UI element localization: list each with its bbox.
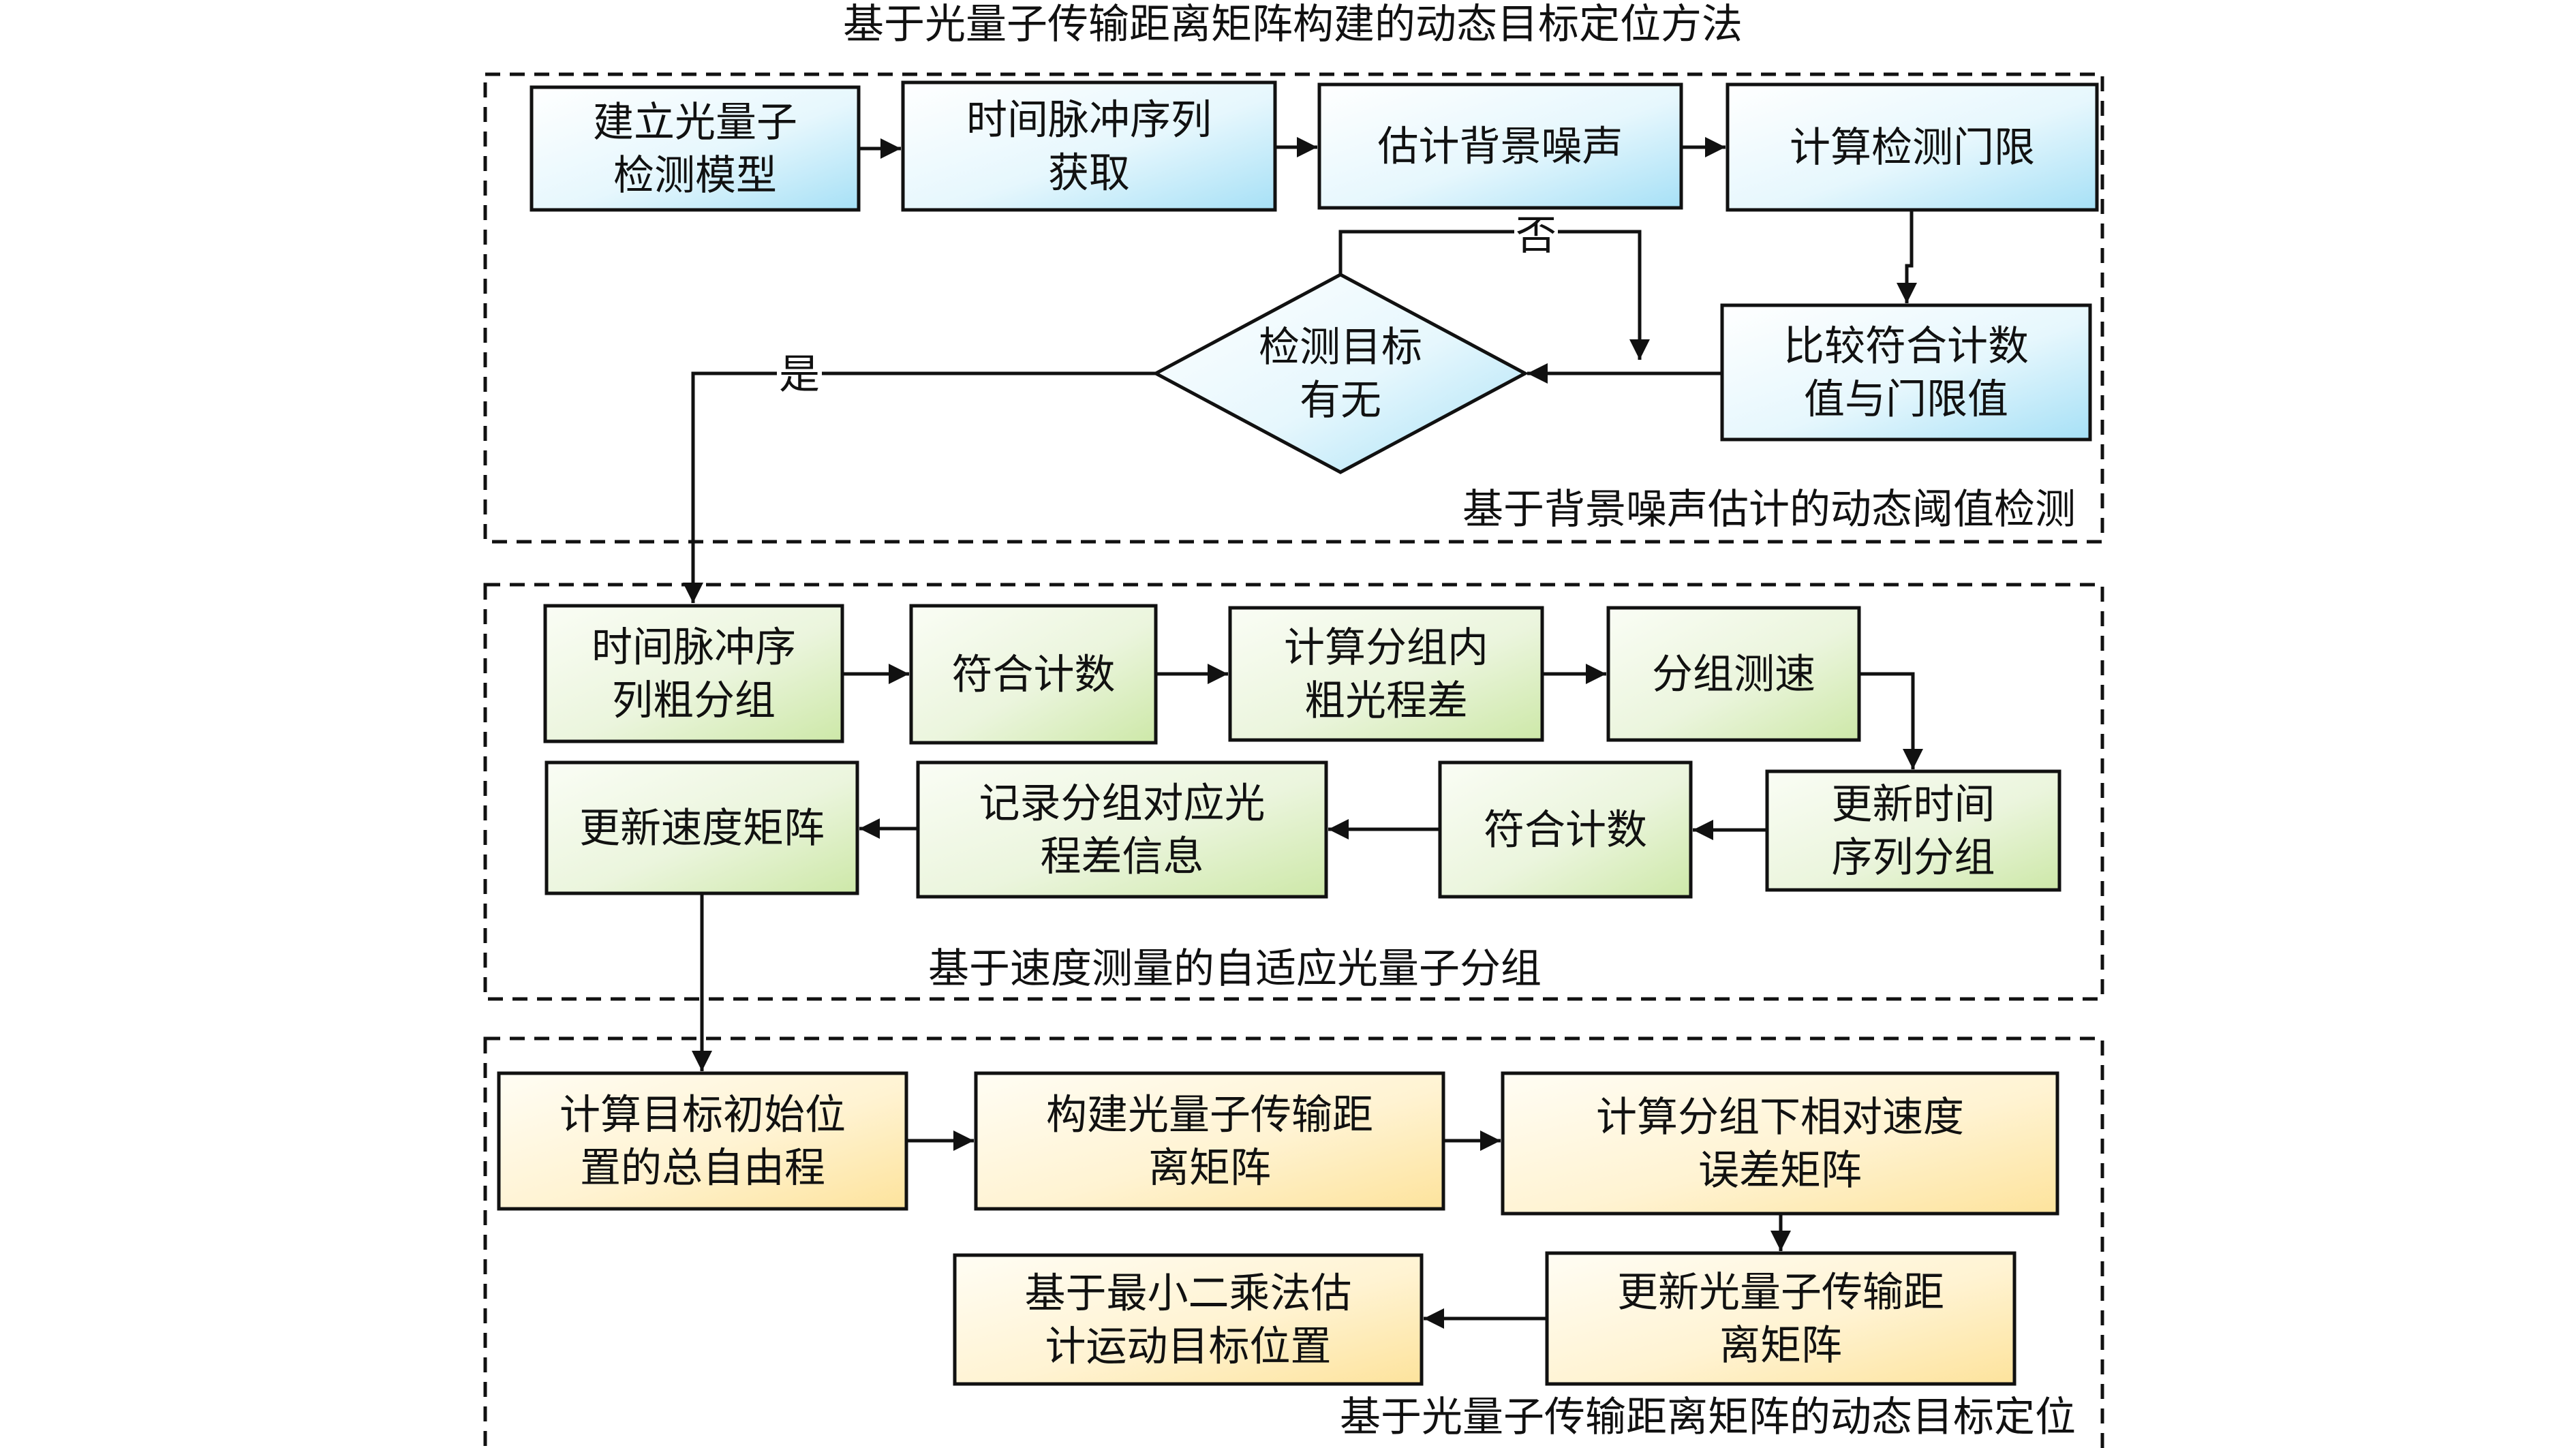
node-text-line: 计算分组内 bbox=[1284, 624, 1488, 672]
node-text-line: 基于最小二乘法估 bbox=[1025, 1270, 1352, 1318]
node-update-velocity-matrix: 更新速度矩阵 bbox=[545, 760, 859, 895]
node-text-line: 程差信息 bbox=[1041, 833, 1204, 881]
node-text-line: 离矩阵 bbox=[1148, 1145, 1271, 1192]
process-box bbox=[909, 604, 1158, 745]
node-text-line: 符合计数 bbox=[1484, 807, 1647, 854]
process-box bbox=[1501, 1071, 2059, 1216]
edge-threshold-to-compare bbox=[1897, 210, 1917, 303]
decision-diamond bbox=[1152, 273, 1529, 474]
node-text-line: 更新时间 bbox=[1832, 781, 1995, 829]
process-box bbox=[530, 85, 861, 212]
node-text-line: 检测模型 bbox=[613, 152, 777, 200]
node-text-line: 计算目标初始位 bbox=[559, 1092, 846, 1139]
node-text-line: 计算分组下相对速度 bbox=[1596, 1094, 1964, 1141]
node-text-line: 离矩阵 bbox=[1719, 1322, 1842, 1370]
process-box bbox=[1317, 82, 1683, 210]
process-box bbox=[953, 1253, 1424, 1386]
node-text-line: 值与门限值 bbox=[1804, 376, 2008, 424]
section-label-adaptive-grouping: 基于速度测量的自适应光量子分组 bbox=[928, 945, 1542, 993]
process-box bbox=[974, 1071, 1445, 1211]
node-text-line: 符合计数 bbox=[952, 651, 1116, 699]
node-coincidence-count-2: 符合计数 bbox=[1438, 760, 1693, 899]
process-box bbox=[901, 80, 1277, 212]
node-text-line: 建立光量子 bbox=[593, 99, 797, 147]
node-text-line: 比较符合计数 bbox=[1783, 323, 2029, 371]
node-text-line: 更新光量子传输距 bbox=[1617, 1269, 1944, 1316]
node-group-velocity: 分组测速 bbox=[1606, 606, 1861, 742]
nodes: 建立光量子检测模型时间脉冲序列获取估计背景噪声计算检测门限比较符合计数值与门限值… bbox=[497, 80, 2099, 1386]
node-coincidence-count-1: 符合计数 bbox=[909, 604, 1158, 745]
process-box bbox=[1765, 769, 2061, 892]
node-text-line: 更新速度矩阵 bbox=[579, 805, 825, 852]
node-text-line: 序列分组 bbox=[1832, 834, 1995, 882]
node-text-line: 获取 bbox=[1048, 150, 1130, 198]
section-label-dynamic-target-positioning: 基于光量子传输距离矩阵的动态目标定位 bbox=[1340, 1393, 2076, 1441]
node-text-line: 估计背景噪声 bbox=[1378, 123, 1623, 171]
node-text-line: 检测目标 bbox=[1259, 324, 1422, 371]
process-box bbox=[497, 1071, 908, 1211]
node-text-line: 计运动目标位置 bbox=[1045, 1323, 1332, 1371]
process-box bbox=[1438, 760, 1693, 899]
node-compute-threshold: 计算检测门限 bbox=[1726, 82, 2099, 212]
section-frame-dynamic-threshold-detection bbox=[483, 72, 2104, 544]
node-text-line: 时间脉冲序 bbox=[592, 624, 796, 672]
process-box bbox=[1228, 606, 1544, 742]
section-frame-adaptive-grouping bbox=[483, 583, 2104, 1001]
edge-velocity-to-update-seq bbox=[1859, 672, 1923, 769]
node-estimate-noise: 估计背景噪声 bbox=[1317, 82, 1683, 210]
edge-label-yes: 是 bbox=[779, 351, 820, 399]
edge-detect-yes-to-coarse-group bbox=[683, 371, 1156, 603]
section-frame-dynamic-target-positioning bbox=[483, 1036, 2104, 1448]
node-text-line: 记录分组对应光 bbox=[979, 780, 1266, 828]
node-text-line: 粗光程差 bbox=[1304, 677, 1468, 725]
process-box bbox=[1606, 606, 1861, 742]
node-text-line: 有无 bbox=[1300, 377, 1381, 425]
connectors bbox=[683, 137, 1923, 1329]
process-box bbox=[916, 760, 1328, 899]
section-label-dynamic-threshold-detection: 基于背景噪声估计的动态阈值检测 bbox=[1462, 486, 2076, 534]
process-box bbox=[1545, 1251, 2017, 1386]
edge-detect-no-loop bbox=[1338, 230, 1650, 360]
node-text-line: 分组测速 bbox=[1652, 651, 1815, 698]
edge-labels: 否 是 bbox=[777, 212, 1558, 399]
node-text-line: 构建光量子传输距 bbox=[1046, 1092, 1373, 1139]
process-box bbox=[1726, 82, 2099, 212]
node-text-line: 误差矩阵 bbox=[1698, 1147, 1862, 1195]
process-box bbox=[545, 760, 859, 895]
node-text-line: 时间脉冲序列 bbox=[966, 97, 1212, 144]
process-box bbox=[543, 604, 844, 743]
node-text-line: 置的总自由程 bbox=[580, 1145, 825, 1192]
diagram-title: 基于光量子传输距离矩阵构建的动态目标定位方法 bbox=[843, 1, 1743, 48]
node-text-line: 计算检测门限 bbox=[1790, 124, 2035, 172]
node-text-line: 列粗分组 bbox=[612, 677, 776, 725]
process-box bbox=[1720, 303, 2092, 442]
edge-label-no: 否 bbox=[1516, 212, 1557, 260]
